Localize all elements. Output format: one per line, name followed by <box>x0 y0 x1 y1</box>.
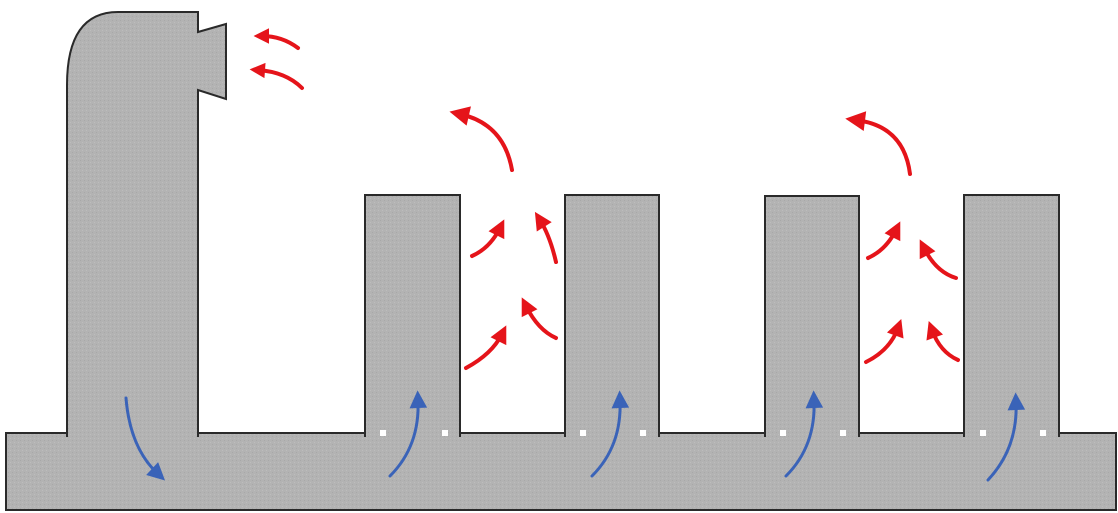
structure <box>5 11 1117 511</box>
hot-air-arrows <box>249 28 960 370</box>
blue-curved-arrow-icon-head <box>409 390 428 409</box>
red-curved-arrow-icon-head <box>253 28 269 44</box>
red-curved-arrow-icon-head <box>249 62 266 79</box>
red-curved-arrow-icon-head <box>845 111 867 131</box>
blue-curved-arrow-icon <box>388 398 420 478</box>
red-curved-arrow-icon-head <box>488 219 505 240</box>
cool-air-arrows <box>124 390 1026 482</box>
red-curved-arrow-icon-head <box>534 211 552 232</box>
exhaust-stack <box>66 11 227 437</box>
red-curved-arrow-icon-head <box>490 325 507 346</box>
blue-curved-arrow-icon-head <box>805 390 824 409</box>
heat-fin-4 <box>963 194 1060 437</box>
red-curved-arrow-icon-head <box>884 221 901 242</box>
heat-fin-1 <box>364 194 461 437</box>
red-curved-arrow-icon-head <box>926 320 944 341</box>
red-curved-arrow-icon-head <box>449 106 471 126</box>
red-curved-arrow-icon <box>854 118 912 176</box>
blue-curved-arrow-icon-head <box>146 462 166 481</box>
base-pipe <box>5 432 1117 511</box>
blue-curved-arrow-icon-head <box>611 390 630 409</box>
red-curved-arrow-icon-head <box>886 318 904 339</box>
red-curved-arrow-icon-head <box>521 297 538 318</box>
red-curved-arrow-icon-head <box>919 239 936 260</box>
blue-curved-arrow-icon <box>784 398 816 478</box>
blue-curved-arrow-icon <box>986 400 1018 482</box>
blue-curved-arrow-icon-head <box>1007 392 1026 411</box>
heat-fin-2 <box>564 194 660 437</box>
blue-curved-arrow-icon <box>590 398 622 478</box>
red-curved-arrow-icon <box>458 112 514 172</box>
